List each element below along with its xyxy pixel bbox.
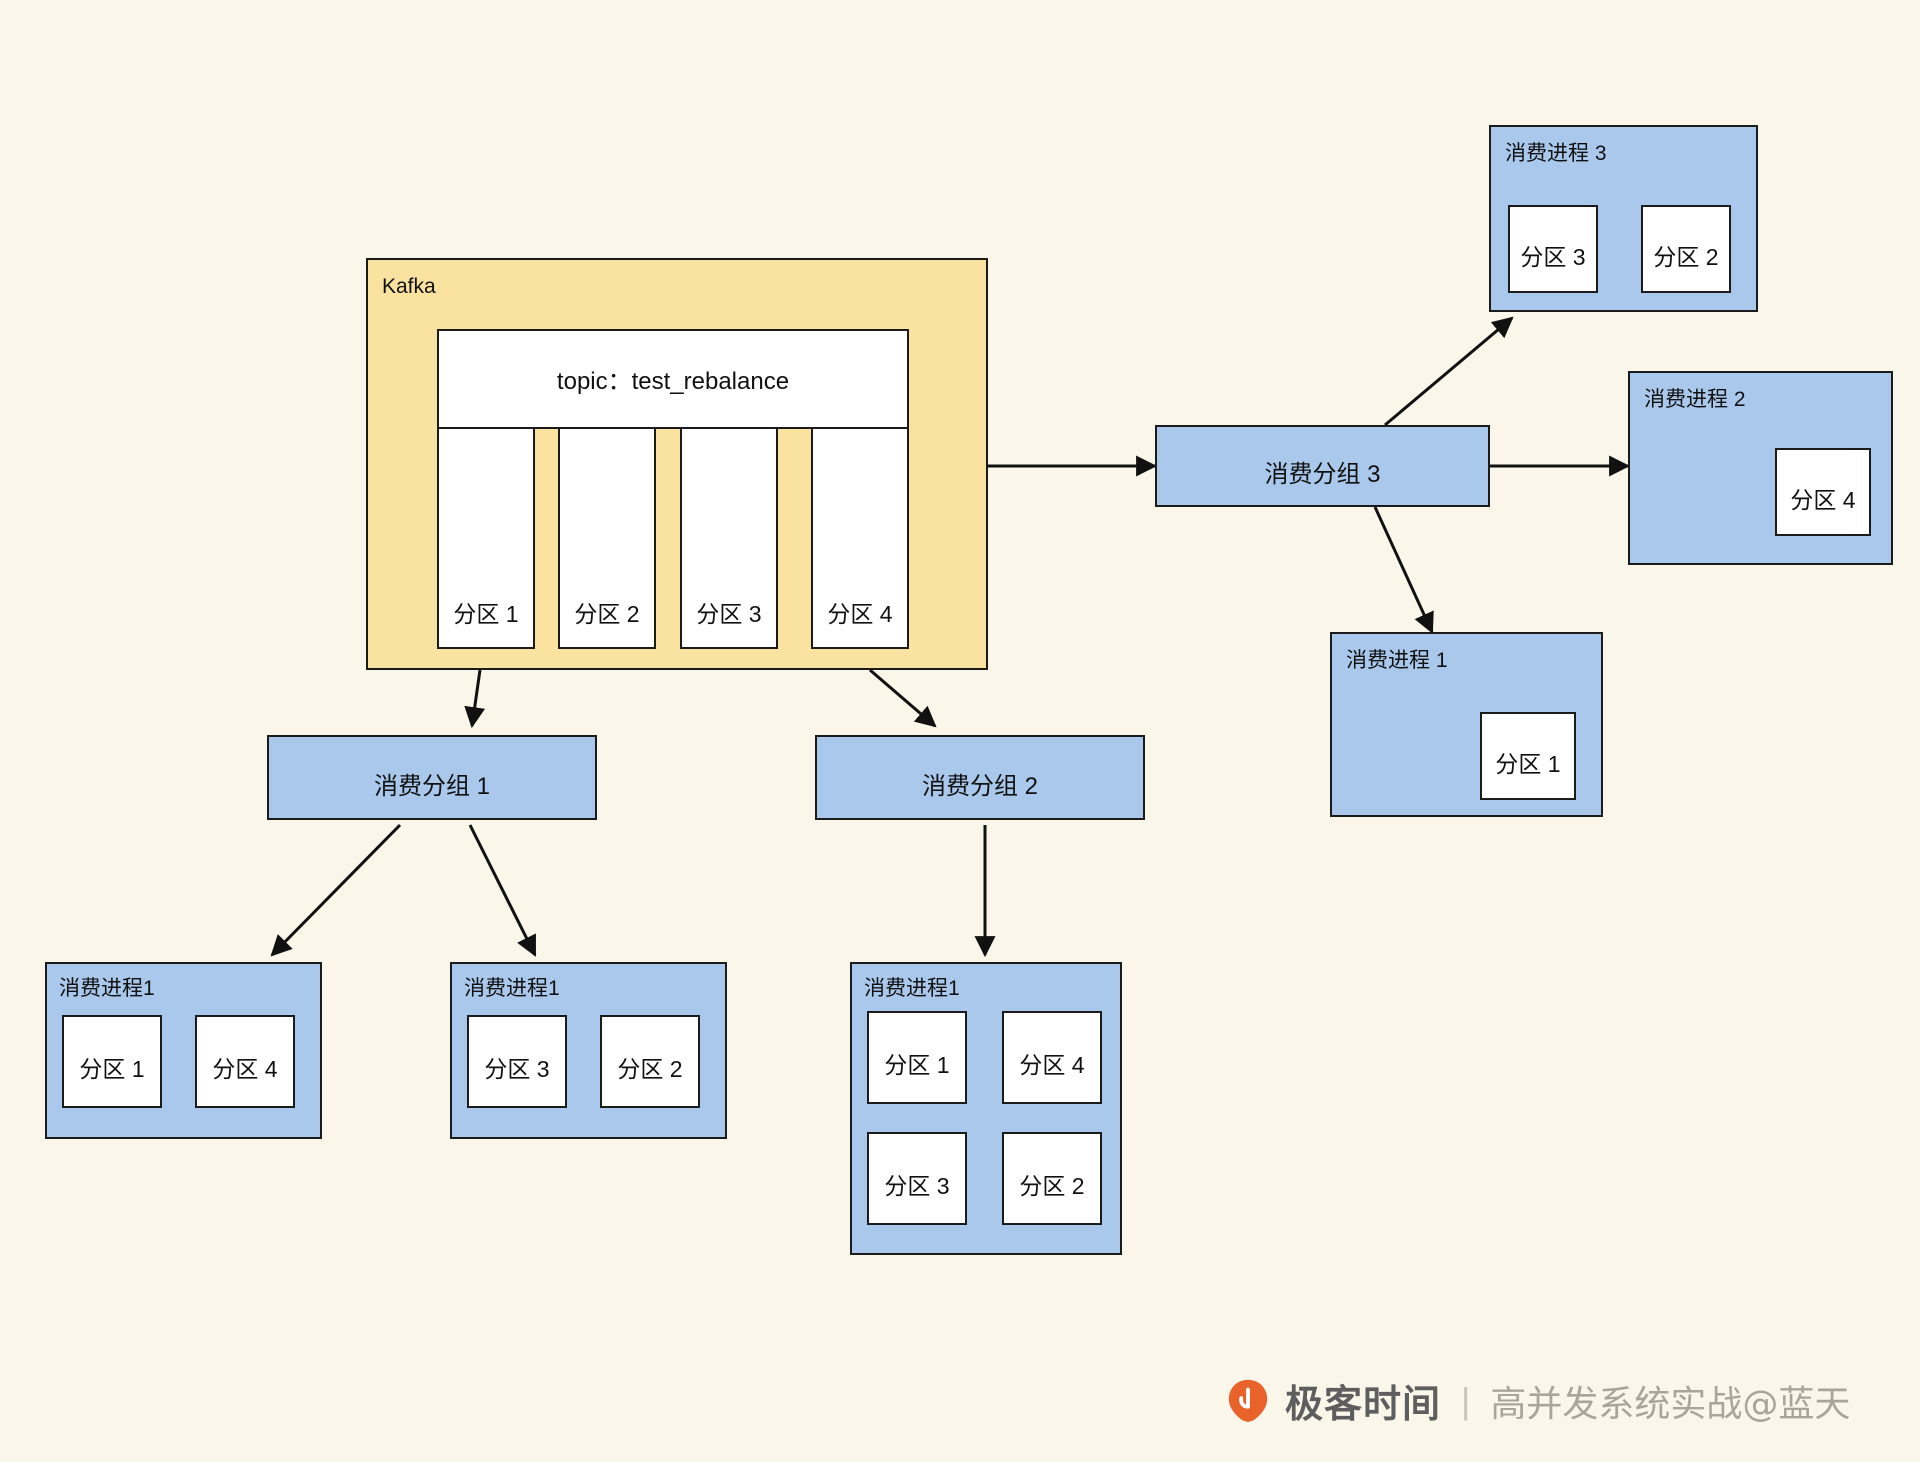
consumer-process-g3-3-label: 消费进程 3	[1505, 142, 1607, 165]
kafka-partition-3-label: 分区 3	[696, 601, 762, 627]
consumer-process-g3-2-label: 消费进程 2	[1644, 388, 1746, 411]
consumer-process-g3-2-partition-1: 分区 4	[1775, 448, 1871, 536]
consumer-process-g3-3-partition-1: 分区 3	[1508, 205, 1598, 293]
consumer-process-g1-2-partition-2-label: 分区 2	[617, 1056, 683, 1082]
topic-container: topic：test_rebalance	[437, 329, 909, 429]
consumer-process-g1-1-label: 消费进程1	[59, 977, 155, 1000]
kafka-partition-1: 分区 1	[437, 427, 535, 649]
consumer-group-1[interactable]: 消费分组 1	[267, 735, 597, 820]
consumer-process-g2-1-partition-4-label: 分区 2	[1019, 1173, 1085, 1199]
watermark: 极客时间 | 高并发系统实战@蓝天	[1225, 1373, 1850, 1428]
consumer-process-g2-1-partition-1-label: 分区 1	[884, 1052, 950, 1078]
kafka-partition-2-label: 分区 2	[574, 601, 640, 627]
consumer-group-1-label: 消费分组 1	[373, 773, 490, 800]
kafka-label: Kafka	[382, 275, 436, 298]
edge-kafka-to-group2	[869, 668, 937, 728]
edge-kafka-to-group1	[464, 669, 486, 729]
consumer-process-g3-3-partition-1-label: 分区 3	[1520, 244, 1586, 270]
watermark-brand: 极客时间	[1285, 1382, 1442, 1426]
consumer-process-g1-2-partition-1-label: 分区 3	[484, 1056, 550, 1082]
consumer-group-2[interactable]: 消费分组 2	[815, 735, 1145, 820]
consumer-process-g2-1-partition-1: 分区 1	[867, 1011, 967, 1104]
consumer-process-g3-1-label: 消费进程 1	[1346, 649, 1448, 672]
consumer-process-g3-3-partition-2-label: 分区 2	[1653, 244, 1719, 270]
consumer-process-g1-2-label: 消费进程1	[464, 977, 560, 1000]
consumer-process-g3-1-partition-1: 分区 1	[1480, 712, 1576, 800]
consumer-group-3[interactable]: 消费分组 3	[1155, 425, 1490, 507]
watermark-separator: |	[1461, 1379, 1471, 1421]
consumer-process-g3-3-partition-2: 分区 2	[1641, 205, 1731, 293]
consumer-process-g2-1-partition-3-label: 分区 3	[884, 1173, 950, 1199]
consumer-process-g2-1-partition-3: 分区 3	[867, 1132, 967, 1225]
kafka-partition-3: 分区 3	[680, 427, 778, 649]
consumer-process-g2-1-partition-2: 分区 4	[1002, 1011, 1102, 1104]
edge-group1-to-proc2	[468, 824, 537, 957]
consumer-process-g3-2-partition-1-label: 分区 4	[1790, 487, 1856, 513]
consumer-process-g1-1-partition-2-label: 分区 4	[212, 1056, 278, 1082]
edge-group3-to-proc1	[1373, 506, 1434, 634]
kafka-partition-4-label: 分区 4	[827, 601, 893, 627]
edge-group3-to-proc3	[1384, 316, 1514, 427]
consumer-group-3-label: 消费分组 3	[1264, 461, 1381, 488]
consumer-process-g1-1-partition-1: 分区 1	[62, 1015, 162, 1108]
watermark-subtitle: 高并发系统实战@蓝天	[1490, 1383, 1851, 1425]
consumer-process-g3-1-partition-1-label: 分区 1	[1495, 751, 1561, 777]
kafka-partition-2: 分区 2	[558, 427, 656, 649]
consumer-process-g1-1-partition-2: 分区 4	[195, 1015, 295, 1108]
geekbang-logo-icon	[1228, 1379, 1268, 1422]
consumer-process-g1-2-partition-2: 分区 2	[600, 1015, 700, 1108]
consumer-process-g1-1-partition-1-label: 分区 1	[79, 1056, 145, 1082]
kafka-partition-4: 分区 4	[811, 427, 909, 649]
consumer-process-g2-1-partition-2-label: 分区 4	[1019, 1052, 1085, 1078]
consumer-process-g2-1-partition-4: 分区 2	[1002, 1132, 1102, 1225]
topic-label: topic：test_rebalance	[556, 368, 790, 395]
edge-group1-to-proc1	[270, 823, 402, 957]
consumer-process-g2-1-label: 消费进程1	[864, 977, 960, 1000]
kafka-partition-1-label: 分区 1	[453, 601, 519, 627]
consumer-group-2-label: 消费分组 2	[921, 773, 1038, 800]
consumer-process-g1-2-partition-1: 分区 3	[467, 1015, 567, 1108]
